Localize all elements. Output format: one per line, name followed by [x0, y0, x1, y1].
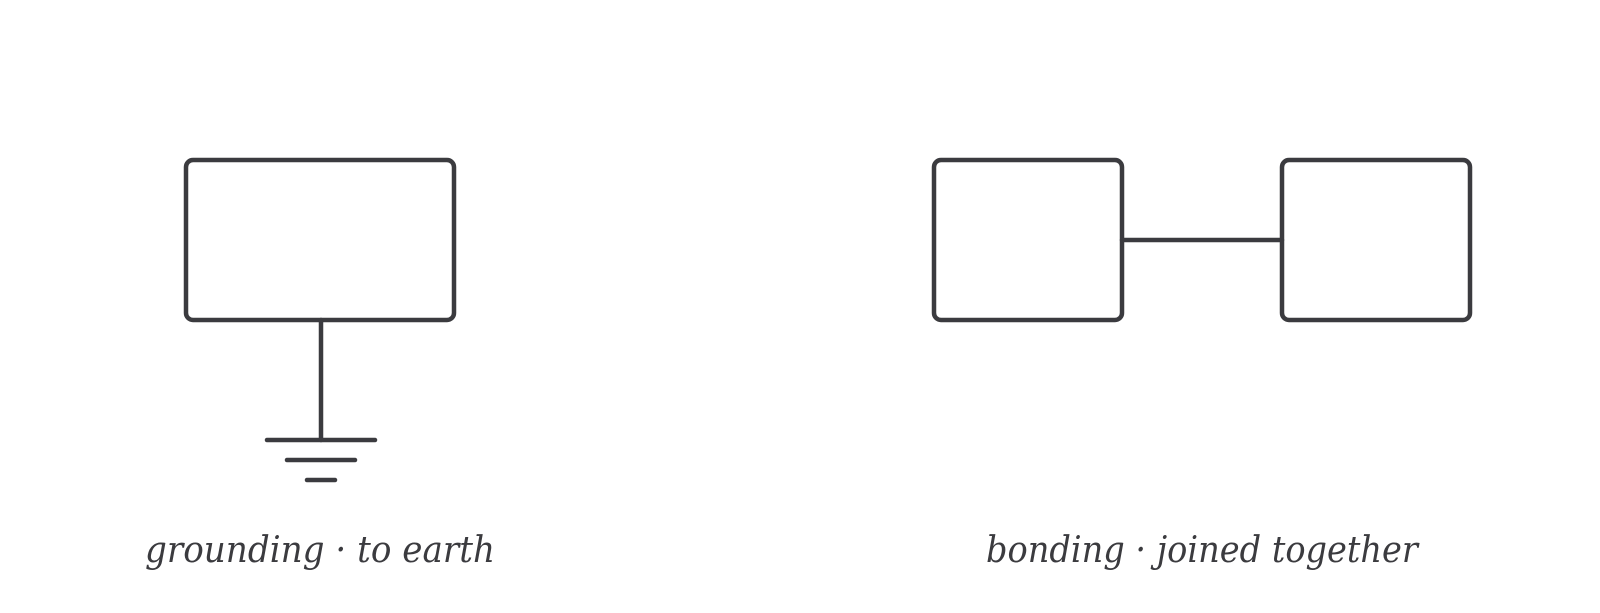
bonded-box-right — [1279, 157, 1473, 323]
ground-symbol-icon — [264, 437, 378, 483]
bonding-panel: bonding · joined together — [931, 157, 1473, 571]
grounded-equipment-box — [183, 157, 457, 323]
bonded-box-left — [931, 157, 1125, 323]
grounding-panel: grounding · to earth — [145, 157, 495, 571]
bonding-caption: bonding · joined together — [986, 530, 1420, 571]
grounding-caption: grounding · to earth — [145, 530, 495, 571]
